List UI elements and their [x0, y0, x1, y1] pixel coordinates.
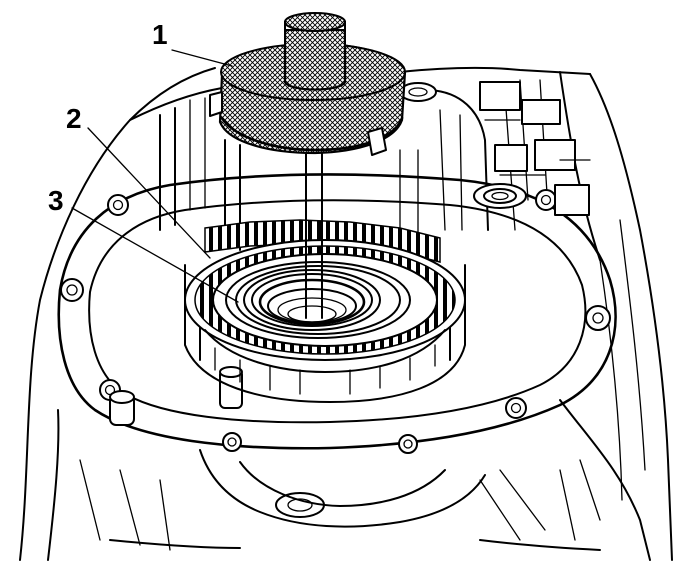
bolt-hole	[222, 432, 242, 452]
internal-walls	[109, 81, 591, 426]
bolt-hole	[535, 189, 557, 211]
leader-lines	[71, 49, 239, 303]
lower-housing	[79, 449, 601, 551]
bolt-hole	[585, 305, 611, 331]
leader-line-1	[171, 49, 233, 67]
callouts: 1 2 3	[48, 19, 168, 216]
bolt-hole	[505, 397, 527, 419]
leader-line-3	[71, 207, 239, 303]
clutch-assembly	[184, 219, 466, 403]
case-flange	[57, 173, 617, 454]
installer-tool	[209, 12, 407, 319]
leader-line-2	[87, 127, 211, 259]
transmission-case	[19, 66, 673, 561]
bolt-hole	[60, 278, 84, 302]
bolt-hole	[398, 434, 418, 454]
callout-1: 1	[152, 19, 168, 50]
callout-2: 2	[66, 103, 82, 134]
callout-3: 3	[48, 185, 64, 216]
bolt-hole	[107, 194, 129, 216]
